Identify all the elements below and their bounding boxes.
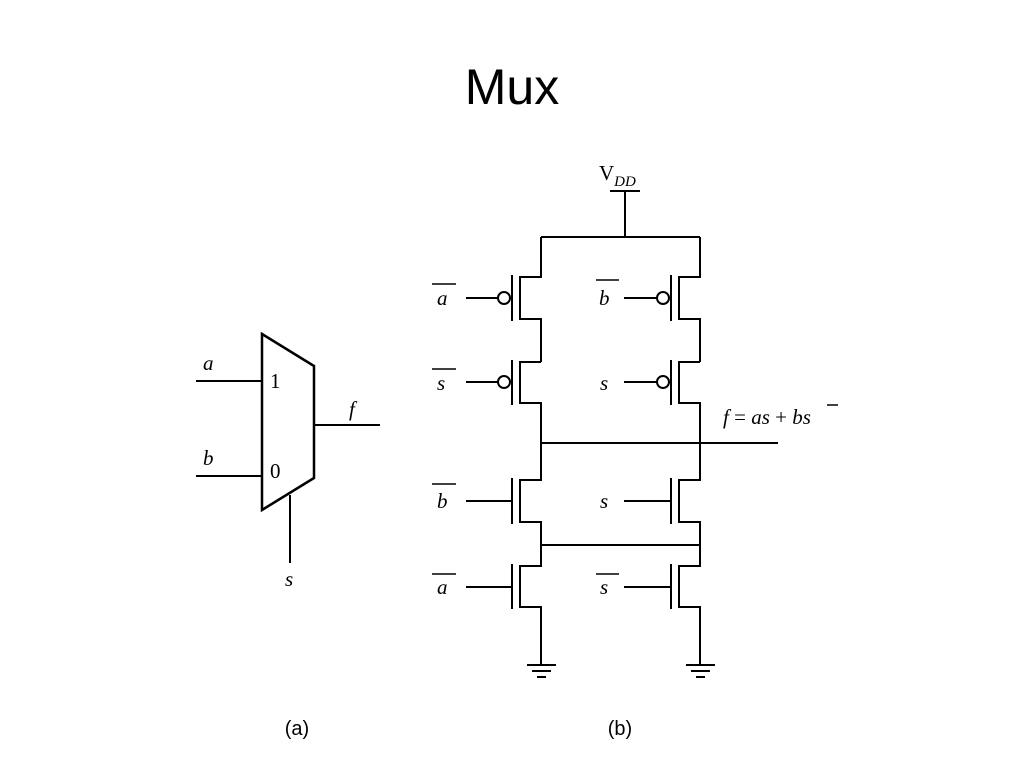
nmos-right-top (624, 443, 701, 545)
vdd-label: VDD (599, 161, 636, 190)
svg-text:a: a (437, 286, 448, 310)
gate-label-a-bar-nmos: a (432, 573, 456, 599)
caption-b: (b) (608, 718, 632, 740)
gate-label-b-bar-pmos: b (596, 279, 619, 310)
svg-text:b: b (599, 286, 610, 310)
gate-label-s-pmos: s (600, 371, 608, 395)
gate-label-s-nmos: s (600, 489, 608, 513)
mux-trapezoid (260, 331, 316, 513)
input-b-label: b (203, 446, 214, 470)
port-0-label: 0 (270, 459, 281, 483)
pmos-right-top (624, 237, 701, 362)
ground-right-icon (686, 664, 715, 678)
pmos-left-bottom (466, 360, 542, 443)
nmos-left-top (466, 443, 542, 545)
output-equation: f = as + bs (723, 404, 838, 429)
slide-title: Mux (464, 59, 560, 115)
ground-left-icon (527, 664, 556, 678)
gate-label-s-bar-pmos: s (432, 368, 456, 395)
select-s-label: s (285, 567, 293, 591)
pmos-right-bottom (624, 360, 701, 443)
nmos-left-bottom (466, 545, 542, 665)
svg-text:b: b (437, 489, 448, 513)
pmos-left-top (466, 237, 542, 362)
caption-a: (a) (285, 718, 309, 740)
mux-symbol: a b 1 0 f s (196, 331, 380, 591)
gate-label-a-bar-pmos: a (432, 283, 456, 310)
input-a-label: a (203, 351, 214, 375)
gate-label-b-bar-nmos: b (432, 483, 456, 513)
nmos-right-bottom (624, 545, 701, 665)
svg-text:a: a (437, 575, 448, 599)
svg-text:s: s (437, 371, 445, 395)
port-1-label: 1 (270, 369, 281, 393)
output-f-label: f (349, 397, 358, 421)
svg-text:f = as + bs: f = as + bs (723, 405, 811, 429)
svg-text:s: s (600, 575, 608, 599)
gate-label-s-bar-nmos: s (596, 573, 619, 599)
cmos-circuit: VDD (432, 161, 838, 678)
